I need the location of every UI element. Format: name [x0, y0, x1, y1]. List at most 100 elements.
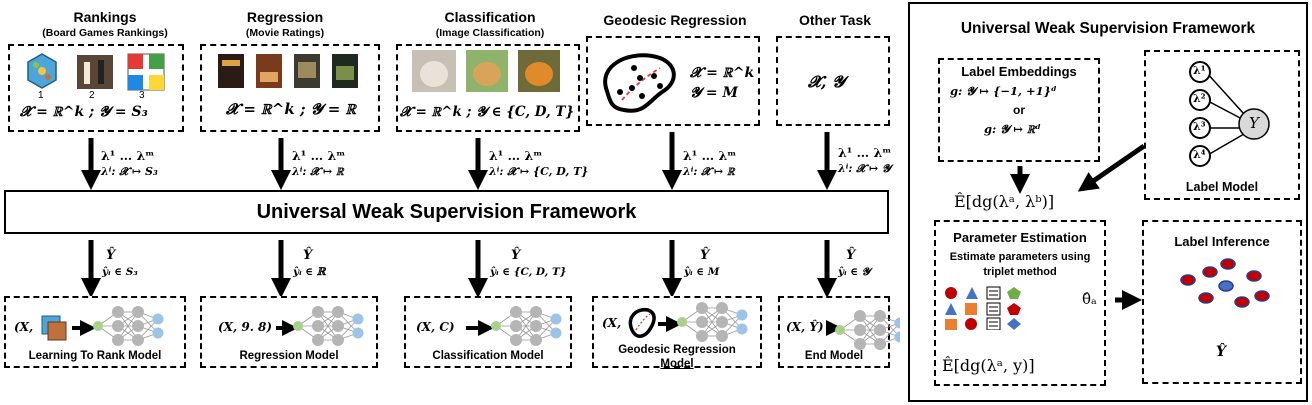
- orange-square-icon: [965, 303, 977, 315]
- model-label-geodesic-1: Geodesic Regression: [618, 344, 736, 356]
- rank-number-1: 1: [38, 90, 44, 101]
- lambda-map-rankings: λⁱ: 𝓧 ↦ S₃: [101, 165, 158, 178]
- lambda-geodesic: λ¹ … λᵐ: [683, 148, 737, 163]
- task-title-rankings: Rankings: [73, 9, 137, 25]
- lm-node-2: [1189, 89, 1211, 111]
- neural-net-classification: [490, 305, 562, 347]
- parameter-estimation-title: Parameter Estimation: [953, 230, 1087, 245]
- rank-number-2: 2: [89, 90, 95, 101]
- classification-space: 𝓧 = ℝ^k ; 𝓨 ∈ {C, D, T}: [400, 104, 575, 120]
- task-title-geodesic: Geodesic Regression: [603, 12, 747, 28]
- neural-net-other: [834, 309, 900, 351]
- poster-2: [256, 54, 282, 88]
- lambda-other: λ¹ … λᵐ: [838, 145, 892, 160]
- framework-banner-text: Universal Weak Supervision Framework: [256, 200, 637, 223]
- chess-icon: [77, 55, 113, 89]
- lm-node-4: [1189, 145, 1211, 167]
- yhat-other: Ŷ: [846, 248, 856, 263]
- framework-banner: Universal Weak Supervision Framework: [4, 190, 889, 234]
- pair-regression: (X, 9. 8): [218, 320, 273, 334]
- label-model-graph: [1189, 61, 1270, 167]
- pair-rankings: (X,: [14, 320, 34, 334]
- lines-icon-3: [986, 317, 1001, 330]
- lm-node-label-1: λ¹: [1193, 64, 1206, 77]
- lm-node-label-4: λ⁴: [1193, 148, 1206, 161]
- animal-images: [412, 50, 560, 92]
- theta-estimate: θ̂ₐ: [1082, 290, 1097, 308]
- blue-triangle-icon: [966, 287, 978, 299]
- other-space: 𝓧, 𝓨: [808, 72, 845, 91]
- task-subtitle-classification: (Image Classification): [435, 27, 545, 39]
- shape-grid: [945, 286, 1021, 330]
- geodesic-space-x: 𝓧 = ℝ^k: [690, 65, 755, 81]
- embedding-or: or: [1013, 103, 1025, 117]
- lambda-rankings: λ¹ … λᵐ: [101, 148, 155, 163]
- label-model-title: Label Model: [1185, 180, 1259, 194]
- pair-geodesic: (X,: [602, 316, 622, 330]
- label-embeddings-title: Label Embeddings: [961, 64, 1077, 79]
- parameter-estimation-desc-1: Estimate parameters using: [949, 251, 1091, 263]
- lm-node-y: [1238, 108, 1270, 140]
- neural-nets: [72, 301, 900, 351]
- label-inference-box: [1142, 220, 1302, 384]
- lm-node-1: [1189, 61, 1211, 83]
- parameter-estimation-box: [934, 220, 1106, 386]
- embedding-real: g: 𝓨 ↦ ℝᵈ: [984, 122, 1041, 136]
- expectation-ab: Ê[dg(λᵃ, λᵇ)]: [954, 192, 1055, 211]
- yhat-in-classification: ŷᵢ ∈ {C, D, T}: [490, 266, 567, 278]
- expectation-ay: Ê[dg(λᵃ, y)]: [942, 356, 1035, 375]
- regression-space: 𝓧 = ℝ^k ; 𝓨 = ℝ: [226, 100, 357, 118]
- neural-net-geodesic: [676, 301, 748, 343]
- right-panel-title: Universal Weak Supervision Framework: [960, 20, 1256, 37]
- lambda-map-geodesic: λⁱ: 𝓧 ↦ ℝ: [683, 165, 735, 178]
- lm-node-label-2: λ²: [1193, 92, 1206, 105]
- yhat-in-other: ŷᵢ ∈ 𝓨: [838, 266, 870, 278]
- task-title-other: Other Task: [798, 12, 872, 28]
- red-circle-icon: [945, 287, 957, 299]
- task-title-classification: Classification: [444, 9, 536, 25]
- lines-icon-2: [986, 302, 1001, 316]
- yhat-in-regression: ŷᵢ ∈ ℝ: [293, 266, 326, 278]
- pair-classification: (X, C): [416, 320, 455, 334]
- inference-output: Ŷ: [1216, 344, 1226, 360]
- board-game-images: [27, 53, 165, 91]
- model-label-regression: Regression Model: [239, 350, 339, 362]
- yhat-rankings: Ŷ: [106, 248, 116, 263]
- arrows-top: [81, 132, 837, 190]
- movie-posters: [218, 54, 358, 88]
- yhat-in-rankings: ŷᵢ ∈ S₃: [102, 266, 138, 278]
- game-thumbnail-icon: [41, 315, 67, 341]
- lambda-map-regression: λⁱ: 𝓧 ↦ ℝ: [292, 165, 344, 178]
- yhat-geodesic: Ŷ: [700, 248, 710, 263]
- model-label-other: End Model: [804, 350, 864, 362]
- poster-1: [218, 54, 244, 88]
- lambda-map-classification: λⁱ: 𝓧 ↦ {C, D, T}: [489, 165, 589, 178]
- pair-other: (X, Ŷ): [786, 320, 824, 334]
- neural-net-regression: [292, 305, 364, 347]
- yhat-in-geodesic: ŷᵢ ∈ M: [684, 266, 720, 278]
- red-circle-icon-2: [965, 318, 977, 330]
- task-title-regression: Regression: [246, 9, 324, 25]
- lambda-classification: λ¹ … λᵐ: [489, 148, 543, 163]
- lm-node-label-3: λ³: [1193, 120, 1206, 133]
- yhat-regression: Ŷ: [303, 248, 313, 263]
- blue-diamond-icon: [1007, 318, 1021, 330]
- neural-net-rankings: [92, 305, 164, 347]
- lambda-map-other: λⁱ: 𝓧 ↦ 𝓨: [838, 162, 891, 175]
- lm-node-label-y: Y: [1249, 114, 1259, 132]
- yhat-classification: Ŷ: [511, 248, 521, 263]
- rankings-space: 𝓧 = ℝ^k ; 𝓨 = S₃: [20, 104, 148, 120]
- manifold-thumbnail-icon: [628, 307, 656, 338]
- parameter-estimation-desc-2: triplet method: [983, 266, 1057, 278]
- geodesic-space-y: 𝓨 = M: [690, 85, 738, 101]
- embedding-binary: g: 𝓨 ↦ {−1, +1}ᵈ: [950, 84, 1057, 98]
- label-model-box: [1144, 50, 1300, 200]
- rank-number-3: 3: [139, 90, 145, 101]
- model-label-classification: Classification Model: [432, 350, 544, 362]
- model-label-geodesic-2: Model: [660, 358, 694, 370]
- arrows-bottom: [81, 240, 837, 298]
- right-panel: Universal Weak Supervision Framework Lab…: [908, 2, 1308, 402]
- label-embeddings-box: [938, 58, 1100, 162]
- task-subtitle-rankings: (Board Games Rankings): [42, 27, 168, 39]
- blue-triangle-icon-2: [945, 303, 957, 315]
